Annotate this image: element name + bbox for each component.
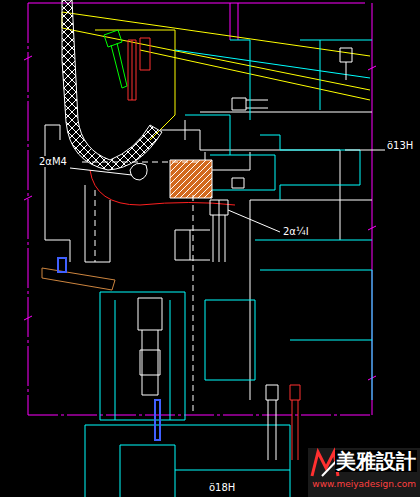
outline-boundary bbox=[24, 3, 376, 415]
guide-block bbox=[85, 40, 372, 497]
slanted-plate bbox=[175, 50, 370, 78]
screw-bolt bbox=[128, 40, 136, 100]
guide-block bbox=[300, 40, 372, 110]
watermark-logo bbox=[308, 448, 420, 497]
screw-bolt bbox=[140, 350, 160, 375]
mold-plate bbox=[175, 230, 190, 260]
screw-bolt bbox=[142, 395, 158, 396]
slanted-plate bbox=[95, 30, 175, 140]
thread-callout: 2α¼I bbox=[282, 226, 310, 237]
leader-line bbox=[70, 150, 385, 232]
leader-line bbox=[228, 210, 280, 232]
leader-line bbox=[70, 168, 132, 175]
thread-callout: 2αM4 bbox=[38, 156, 68, 167]
screw-bolt bbox=[290, 385, 300, 460]
slanted-plate bbox=[62, 12, 370, 140]
screw-bolt bbox=[138, 298, 162, 395]
locating-pin bbox=[155, 400, 160, 440]
guide-block bbox=[205, 300, 255, 380]
guide-block bbox=[85, 425, 290, 497]
guide-block bbox=[230, 40, 250, 120]
mold-plate bbox=[130, 163, 147, 180]
screw-bolt bbox=[340, 48, 352, 80]
mold-plate bbox=[45, 112, 372, 400]
outline-boundary bbox=[230, 3, 238, 40]
guide-block bbox=[210, 155, 275, 190]
screw-bolt bbox=[232, 178, 244, 188]
slanted-plate bbox=[62, 28, 370, 90]
screw-bolt bbox=[104, 30, 127, 88]
mold-plate bbox=[250, 200, 372, 400]
center-line bbox=[193, 195, 194, 415]
center-line bbox=[95, 190, 96, 262]
dimension-label: ö18H bbox=[208, 482, 236, 493]
guide-block bbox=[255, 240, 372, 400]
watermark-logo bbox=[308, 448, 420, 497]
watermark-url: www.meiyadesign.com bbox=[311, 480, 417, 490]
guide-block bbox=[290, 340, 372, 341]
guide-block bbox=[120, 445, 175, 497]
center-line bbox=[82, 162, 200, 415]
mold-plate bbox=[45, 125, 70, 262]
screw-bolt bbox=[266, 385, 300, 460]
screw-bolt bbox=[104, 30, 352, 110]
dimension-label: ö13H bbox=[386, 140, 414, 151]
runner-plate bbox=[42, 268, 115, 290]
screw-bolt bbox=[210, 200, 228, 262]
watermark-text: 美雅設計 bbox=[335, 450, 417, 472]
screw-bolt bbox=[140, 38, 150, 70]
locating-pin bbox=[58, 258, 66, 272]
outline-boundary bbox=[28, 3, 29, 415]
outline-boundary bbox=[28, 3, 365, 4]
screw-bolt bbox=[266, 385, 278, 460]
plastic-part bbox=[62, 0, 162, 170]
center-line bbox=[82, 162, 200, 163]
mold-plate bbox=[185, 112, 372, 140]
outline-boundary bbox=[28, 415, 372, 416]
guide-block bbox=[100, 292, 185, 420]
hatched-insert bbox=[170, 160, 212, 198]
guide-block bbox=[175, 470, 290, 471]
leader-line bbox=[345, 150, 385, 151]
